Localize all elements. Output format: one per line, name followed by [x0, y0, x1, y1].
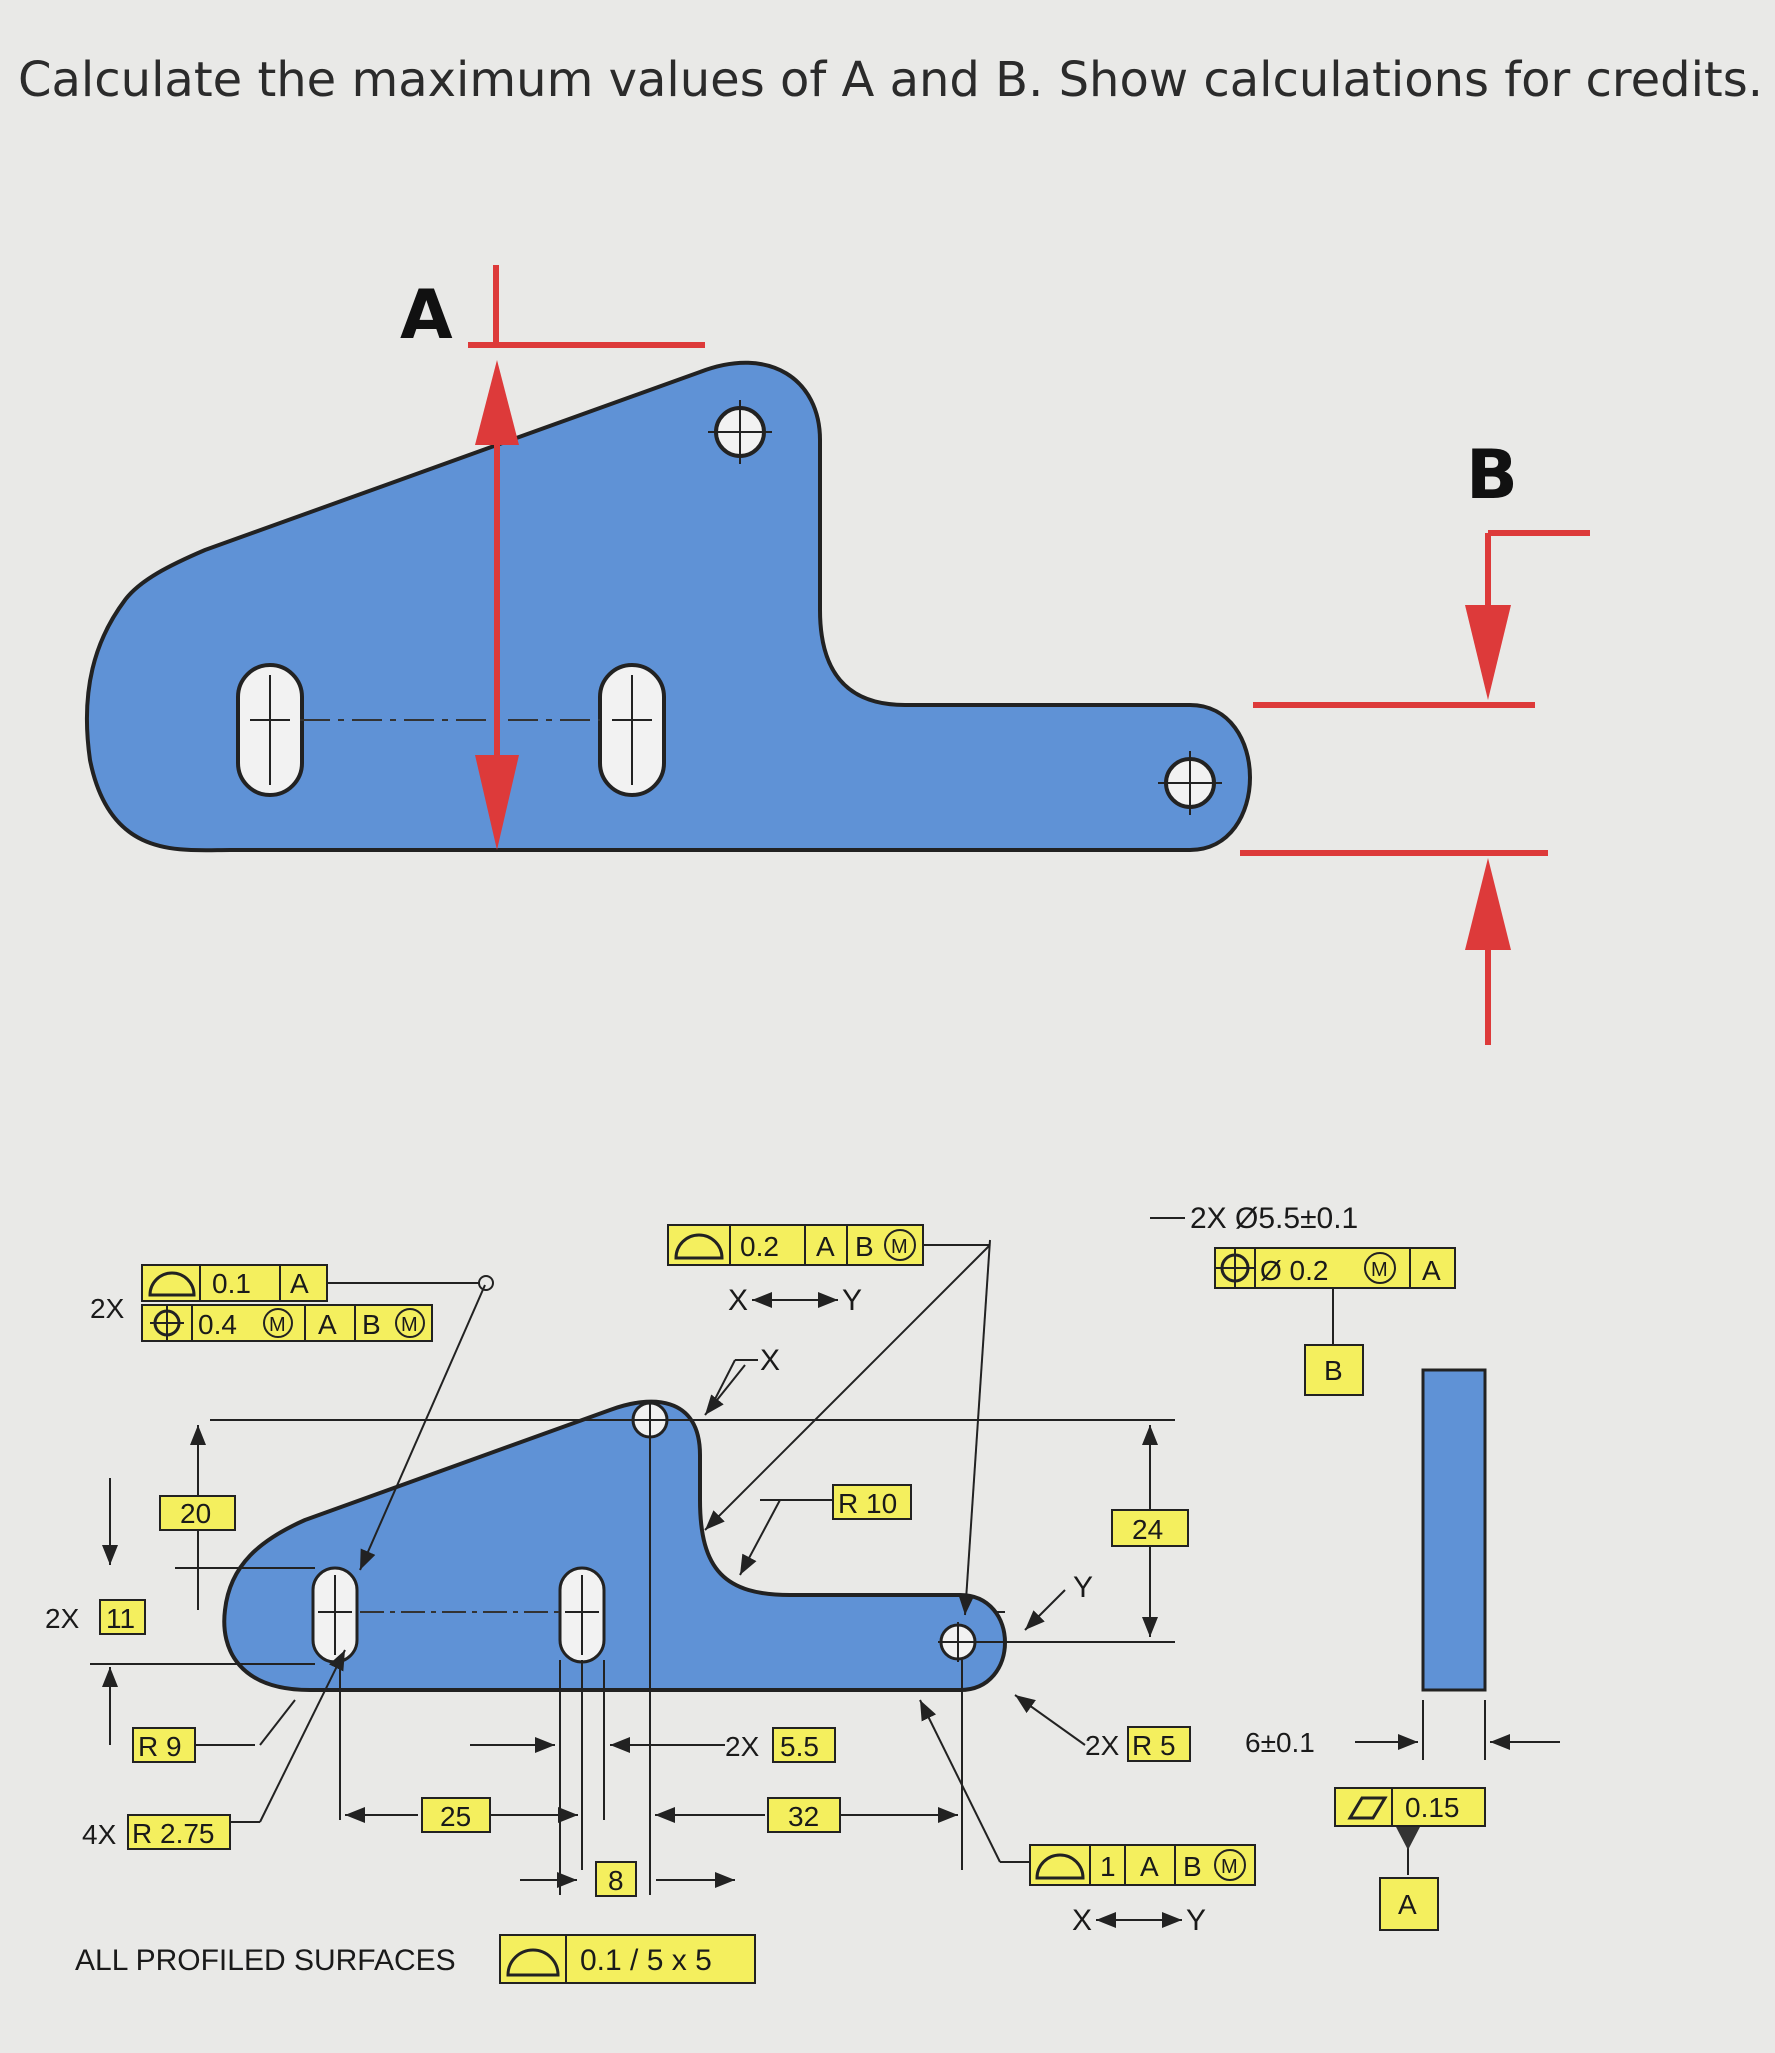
all-profiled-note: ALL PROFILED SURFACES 0.1 / 5 x 5 — [75, 1934, 756, 1984]
dimension-a: A — [400, 265, 705, 850]
fcf-bot-datum1: A — [1140, 1851, 1159, 1882]
datum-a: A — [1398, 1889, 1417, 1920]
dim-55: 5.5 — [780, 1731, 819, 1762]
fcf-bottom: 1 A B M X Y — [1029, 1844, 1256, 1937]
fcf-left: 0.1 A 0.4 M A B M 2X — [90, 1264, 494, 1342]
side-view — [1421, 1368, 1487, 1692]
engineering-drawing: 0.1 A 0.4 M A B M 2X 0.2 — [45, 1202, 1560, 1984]
fcf-mid-between-x: X — [728, 1284, 748, 1317]
dim-11-mult: 2X — [45, 1603, 80, 1634]
fcf-left-pos-datum2: B — [362, 1309, 381, 1340]
fcf-left-pos-value: 0.4 — [198, 1309, 237, 1340]
dim-r9: R 9 — [138, 1731, 182, 1762]
fcf-left-pos-datum1: A — [318, 1309, 337, 1340]
dim-r5-mult: 2X — [1085, 1730, 1120, 1761]
fcf-bot-between-x: X — [1072, 1904, 1092, 1937]
datum-b: B — [1324, 1355, 1343, 1386]
fcf-left-pos-datum2-mod: M — [401, 1314, 418, 1336]
hole-size-callout: 2X Ø5.5±0.1 — [1190, 1202, 1358, 1235]
hole-pos-mod: M — [1371, 1259, 1388, 1281]
fcf-mid-datum2: B — [855, 1231, 874, 1262]
dim-32: 32 — [788, 1801, 819, 1832]
fcf-bot-datum2: B — [1183, 1851, 1202, 1882]
fcf-bot-between-y: Y — [1186, 1904, 1206, 1937]
dim-25: 25 — [440, 1801, 471, 1832]
dim-r275-mult: 4X — [82, 1819, 117, 1850]
fcf-left-pos-mod: M — [269, 1314, 286, 1336]
dim-thickness: 6±0.1 — [1245, 1727, 1315, 1758]
all-profiled-text: ALL PROFILED SURFACES — [75, 1944, 456, 1977]
dim-11: 11 — [106, 1603, 135, 1634]
flatness-callout: 0.15 A — [1334, 1787, 1486, 1931]
hole-pos-datum: A — [1422, 1255, 1441, 1286]
hole-pos-value: Ø 0.2 — [1260, 1255, 1328, 1286]
fcf-bot-profile-value: 1 — [1100, 1851, 1116, 1882]
part-outline — [222, 1399, 1007, 1692]
fcf-bot-datum2-mod: M — [1221, 1856, 1238, 1878]
dim-8: 8 — [608, 1865, 624, 1896]
dim-r275: R 2.75 — [132, 1818, 215, 1849]
all-profiled-tolerance: 0.1 / 5 x 5 — [580, 1944, 712, 1977]
dim-r10: R 10 — [838, 1488, 897, 1519]
fcf-middle: 0.2 A B M X Y X — [667, 1224, 990, 1406]
fcf-mid-profile-value: 0.2 — [740, 1231, 779, 1262]
question-text: Calculate the maximum values of A and B.… — [18, 52, 1764, 108]
fcf-mid-datum2-mod: M — [891, 1236, 908, 1258]
x-label: X — [760, 1344, 780, 1377]
fcf-mid-between-y: Y — [842, 1284, 862, 1317]
fcf-left-profile-value: 0.1 — [212, 1268, 251, 1299]
label-b: B — [1466, 436, 1518, 515]
flatness-value: 0.15 — [1405, 1792, 1460, 1823]
label-a: A — [400, 276, 453, 355]
dim-24: 24 — [1132, 1514, 1163, 1545]
y-label: Y — [1073, 1571, 1093, 1604]
fcf-mid-datum1: A — [816, 1231, 835, 1262]
dimension-b: B — [1240, 436, 1590, 1045]
dim-20: 20 — [180, 1498, 211, 1529]
top-part-outline — [84, 360, 1252, 853]
hole-callout: 2X Ø5.5±0.1 Ø 0.2 M A B — [1150, 1202, 1456, 1396]
dim-r5: R 5 — [1132, 1730, 1176, 1761]
fcf-left-mult: 2X — [90, 1293, 125, 1324]
dim-55-mult: 2X — [725, 1731, 760, 1762]
top-part-view: A B — [84, 265, 1590, 1045]
fcf-left-profile-datum: A — [290, 1268, 309, 1299]
